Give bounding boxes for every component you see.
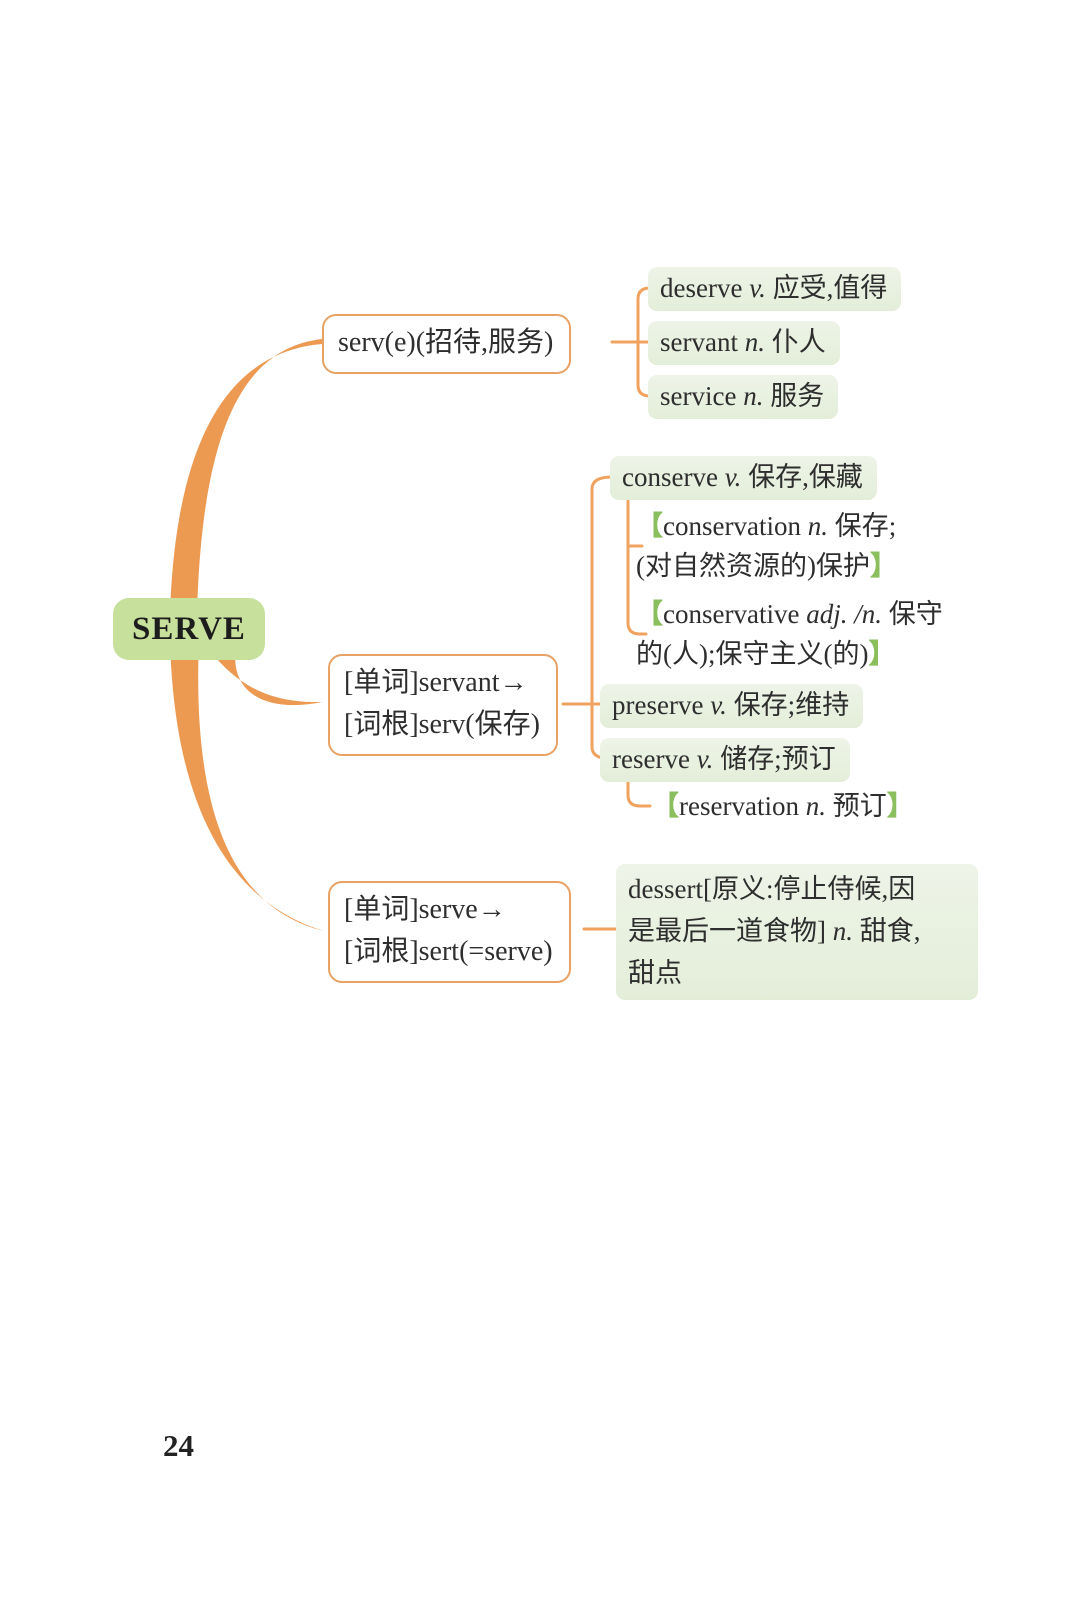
page-number: 24 xyxy=(163,1428,194,1463)
reserve-meaning: 储存;预订 xyxy=(720,744,836,774)
branch-box-sert-root: [单词]serve→ [词根]sert(=serve) xyxy=(328,881,571,983)
preserve-pos: v. xyxy=(710,690,727,720)
branch-box-serve-root-label: serv(e)(招待,服务) xyxy=(338,327,554,358)
reserve-pos: v. xyxy=(696,744,714,774)
deserve-word: deserve xyxy=(660,273,743,303)
serv-root-line1: [单词]servant→ xyxy=(344,667,528,698)
conservation-meaning-2: (对自然资源的)保护 xyxy=(636,551,870,581)
conservative-open-bracket: 【 xyxy=(636,599,663,629)
root-node-serve: SERVE xyxy=(113,598,265,660)
conserve-meaning: 保存,保藏 xyxy=(748,462,863,492)
conserve-pos: v. xyxy=(724,462,742,492)
root-node-label: SERVE xyxy=(132,610,246,647)
conservation-pos: n. xyxy=(807,511,828,541)
conservation-word: conservation xyxy=(663,511,801,541)
servant-pos: n. xyxy=(744,327,765,357)
deserve-pos: v. xyxy=(749,273,766,303)
node-conservative: 【conservative adj. /n. 保守 的(人);保守主义(的)】 xyxy=(636,594,943,674)
dessert-line1: dessert[原义:停止侍候,因 xyxy=(628,874,916,904)
preserve-word: preserve xyxy=(612,690,704,720)
conservative-pos: adj. /n. xyxy=(806,599,882,629)
node-dessert: dessert[原义:停止侍候,因 是最后一道食物] n. 甜食, 甜点 xyxy=(616,864,978,1000)
connector-top-group xyxy=(610,286,652,398)
branch-curve-middle xyxy=(206,645,322,706)
serv-root-line2: [词根]serv(保存) xyxy=(344,709,540,740)
dessert-line2-pre: 是最后一道食物] xyxy=(628,916,833,946)
node-servant: servant n. 仆人 xyxy=(648,321,840,365)
reservation-meaning: 预订 xyxy=(832,791,887,821)
service-pos: n. xyxy=(743,381,764,411)
node-conserve: conserve v. 保存,保藏 xyxy=(610,456,877,500)
node-reserve: reserve v. 储存;预订 xyxy=(600,738,850,782)
dessert-line2-post: 甜食, xyxy=(853,916,921,946)
dessert-pos: n. xyxy=(832,916,853,946)
node-reservation: 【reservation n. 预订】 xyxy=(652,788,914,824)
node-conservation: 【conservation n. 保存; (对自然资源的)保护】 xyxy=(636,506,897,586)
connector-reservation xyxy=(626,777,652,808)
node-deserve: deserve v. 应受,值得 xyxy=(648,267,902,311)
reservation-pos: n. xyxy=(805,791,826,821)
conservation-close-bracket: 】 xyxy=(869,551,897,581)
servant-word: servant xyxy=(660,327,738,357)
sert-root-line1: [单词]serve→ xyxy=(344,894,506,925)
node-preserve: preserve v. 保存;维持 xyxy=(600,684,864,728)
sert-root-line2: [词根]sert(=serve) xyxy=(344,936,553,967)
service-meaning: 服务 xyxy=(770,381,825,411)
conservative-meaning-2: 的(人);保守主义(的) xyxy=(636,639,869,669)
dessert-line3: 甜点 xyxy=(628,958,682,988)
conserve-word: conserve xyxy=(622,462,718,492)
conservation-meaning-1: 保存; xyxy=(834,511,897,541)
conservative-meaning-1: 保守 xyxy=(888,599,943,629)
servant-meaning: 仆人 xyxy=(771,327,826,357)
reservation-close-bracket: 】 xyxy=(886,791,914,821)
reservation-open-bracket: 【 xyxy=(652,791,679,821)
deserve-meaning: 应受,值得 xyxy=(772,273,888,303)
branch-box-serv-root: [单词]servant→ [词根]serv(保存) xyxy=(328,654,558,756)
branch-curve-top xyxy=(170,339,322,615)
branch-curve-bottom xyxy=(170,640,324,931)
conservation-open-bracket: 【 xyxy=(636,511,663,541)
reserve-word: reserve xyxy=(612,744,690,774)
reservation-word: reservation xyxy=(679,791,799,821)
connector-conserve-children xyxy=(626,493,648,636)
conservative-word: conservative xyxy=(663,599,800,629)
conservative-close-bracket: 】 xyxy=(868,639,896,669)
preserve-meaning: 保存;维持 xyxy=(733,690,850,720)
branch-box-serve-root: serv(e)(招待,服务) xyxy=(322,314,572,374)
service-word: service xyxy=(660,381,737,411)
node-service: service n. 服务 xyxy=(648,375,839,419)
